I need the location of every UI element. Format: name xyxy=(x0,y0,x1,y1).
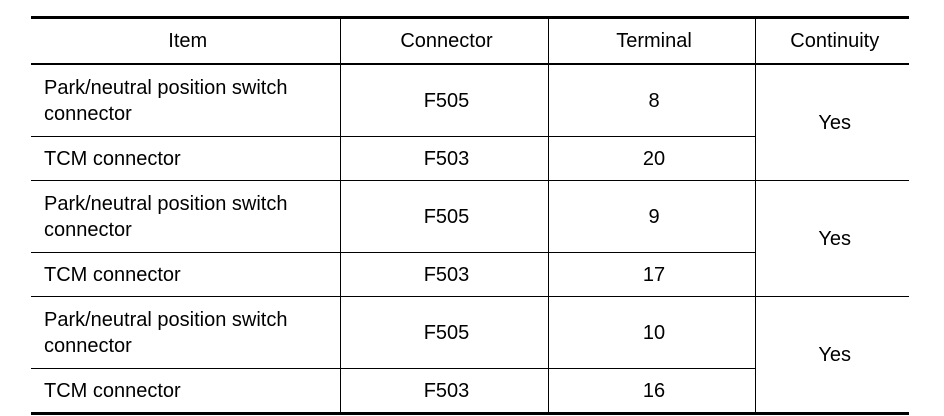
continuity-table: Item Connector Terminal Continuity Park/… xyxy=(31,16,909,415)
item-cell: TCM connector xyxy=(31,136,341,181)
terminal-cell: 9 xyxy=(547,180,756,253)
connector-cell: F503 xyxy=(339,252,549,297)
table-row: Park/neutral position switch connector F… xyxy=(31,63,909,181)
header-continuity: Continuity xyxy=(754,16,909,65)
connector-cell: F505 xyxy=(339,63,549,137)
item-cell: TCM connector xyxy=(31,252,341,297)
table-row: Park/neutral position switch connector F… xyxy=(31,296,909,415)
item-cell: Park/neutral position switch connector xyxy=(31,63,341,137)
connector-cell: F505 xyxy=(339,296,549,369)
table-row: TCM connector F503 17 xyxy=(31,252,909,297)
continuity-cell: Yes xyxy=(754,63,909,181)
item-cell: TCM connector xyxy=(31,368,341,415)
terminal-cell: 17 xyxy=(547,252,755,297)
header-connector: Connector xyxy=(339,16,549,65)
terminal-cell: 16 xyxy=(547,368,755,415)
continuity-cell: Yes xyxy=(754,180,909,297)
table-header: Item Connector Terminal Continuity xyxy=(31,16,909,65)
table-row: Park/neutral position switch connector F… xyxy=(31,180,909,297)
table-row: TCM connector F503 16 xyxy=(31,368,909,415)
connector-cell: F505 xyxy=(339,180,549,253)
continuity-cell: Yes xyxy=(754,296,909,415)
terminal-cell: 20 xyxy=(547,136,755,181)
item-cell: Park/neutral position switch connector xyxy=(31,180,341,253)
terminal-cell: 10 xyxy=(547,296,756,369)
table-row: TCM connector F503 20 xyxy=(31,136,909,181)
header-terminal: Terminal xyxy=(547,16,756,65)
item-cell: Park/neutral position switch connector xyxy=(31,296,341,369)
connector-cell: F503 xyxy=(339,368,549,415)
header-item: Item xyxy=(31,16,341,65)
connector-cell: F503 xyxy=(339,136,549,181)
terminal-cell: 8 xyxy=(547,63,756,137)
header-row: Item Connector Terminal Continuity xyxy=(31,16,909,65)
table-body: Park/neutral position switch connector F… xyxy=(31,63,909,415)
